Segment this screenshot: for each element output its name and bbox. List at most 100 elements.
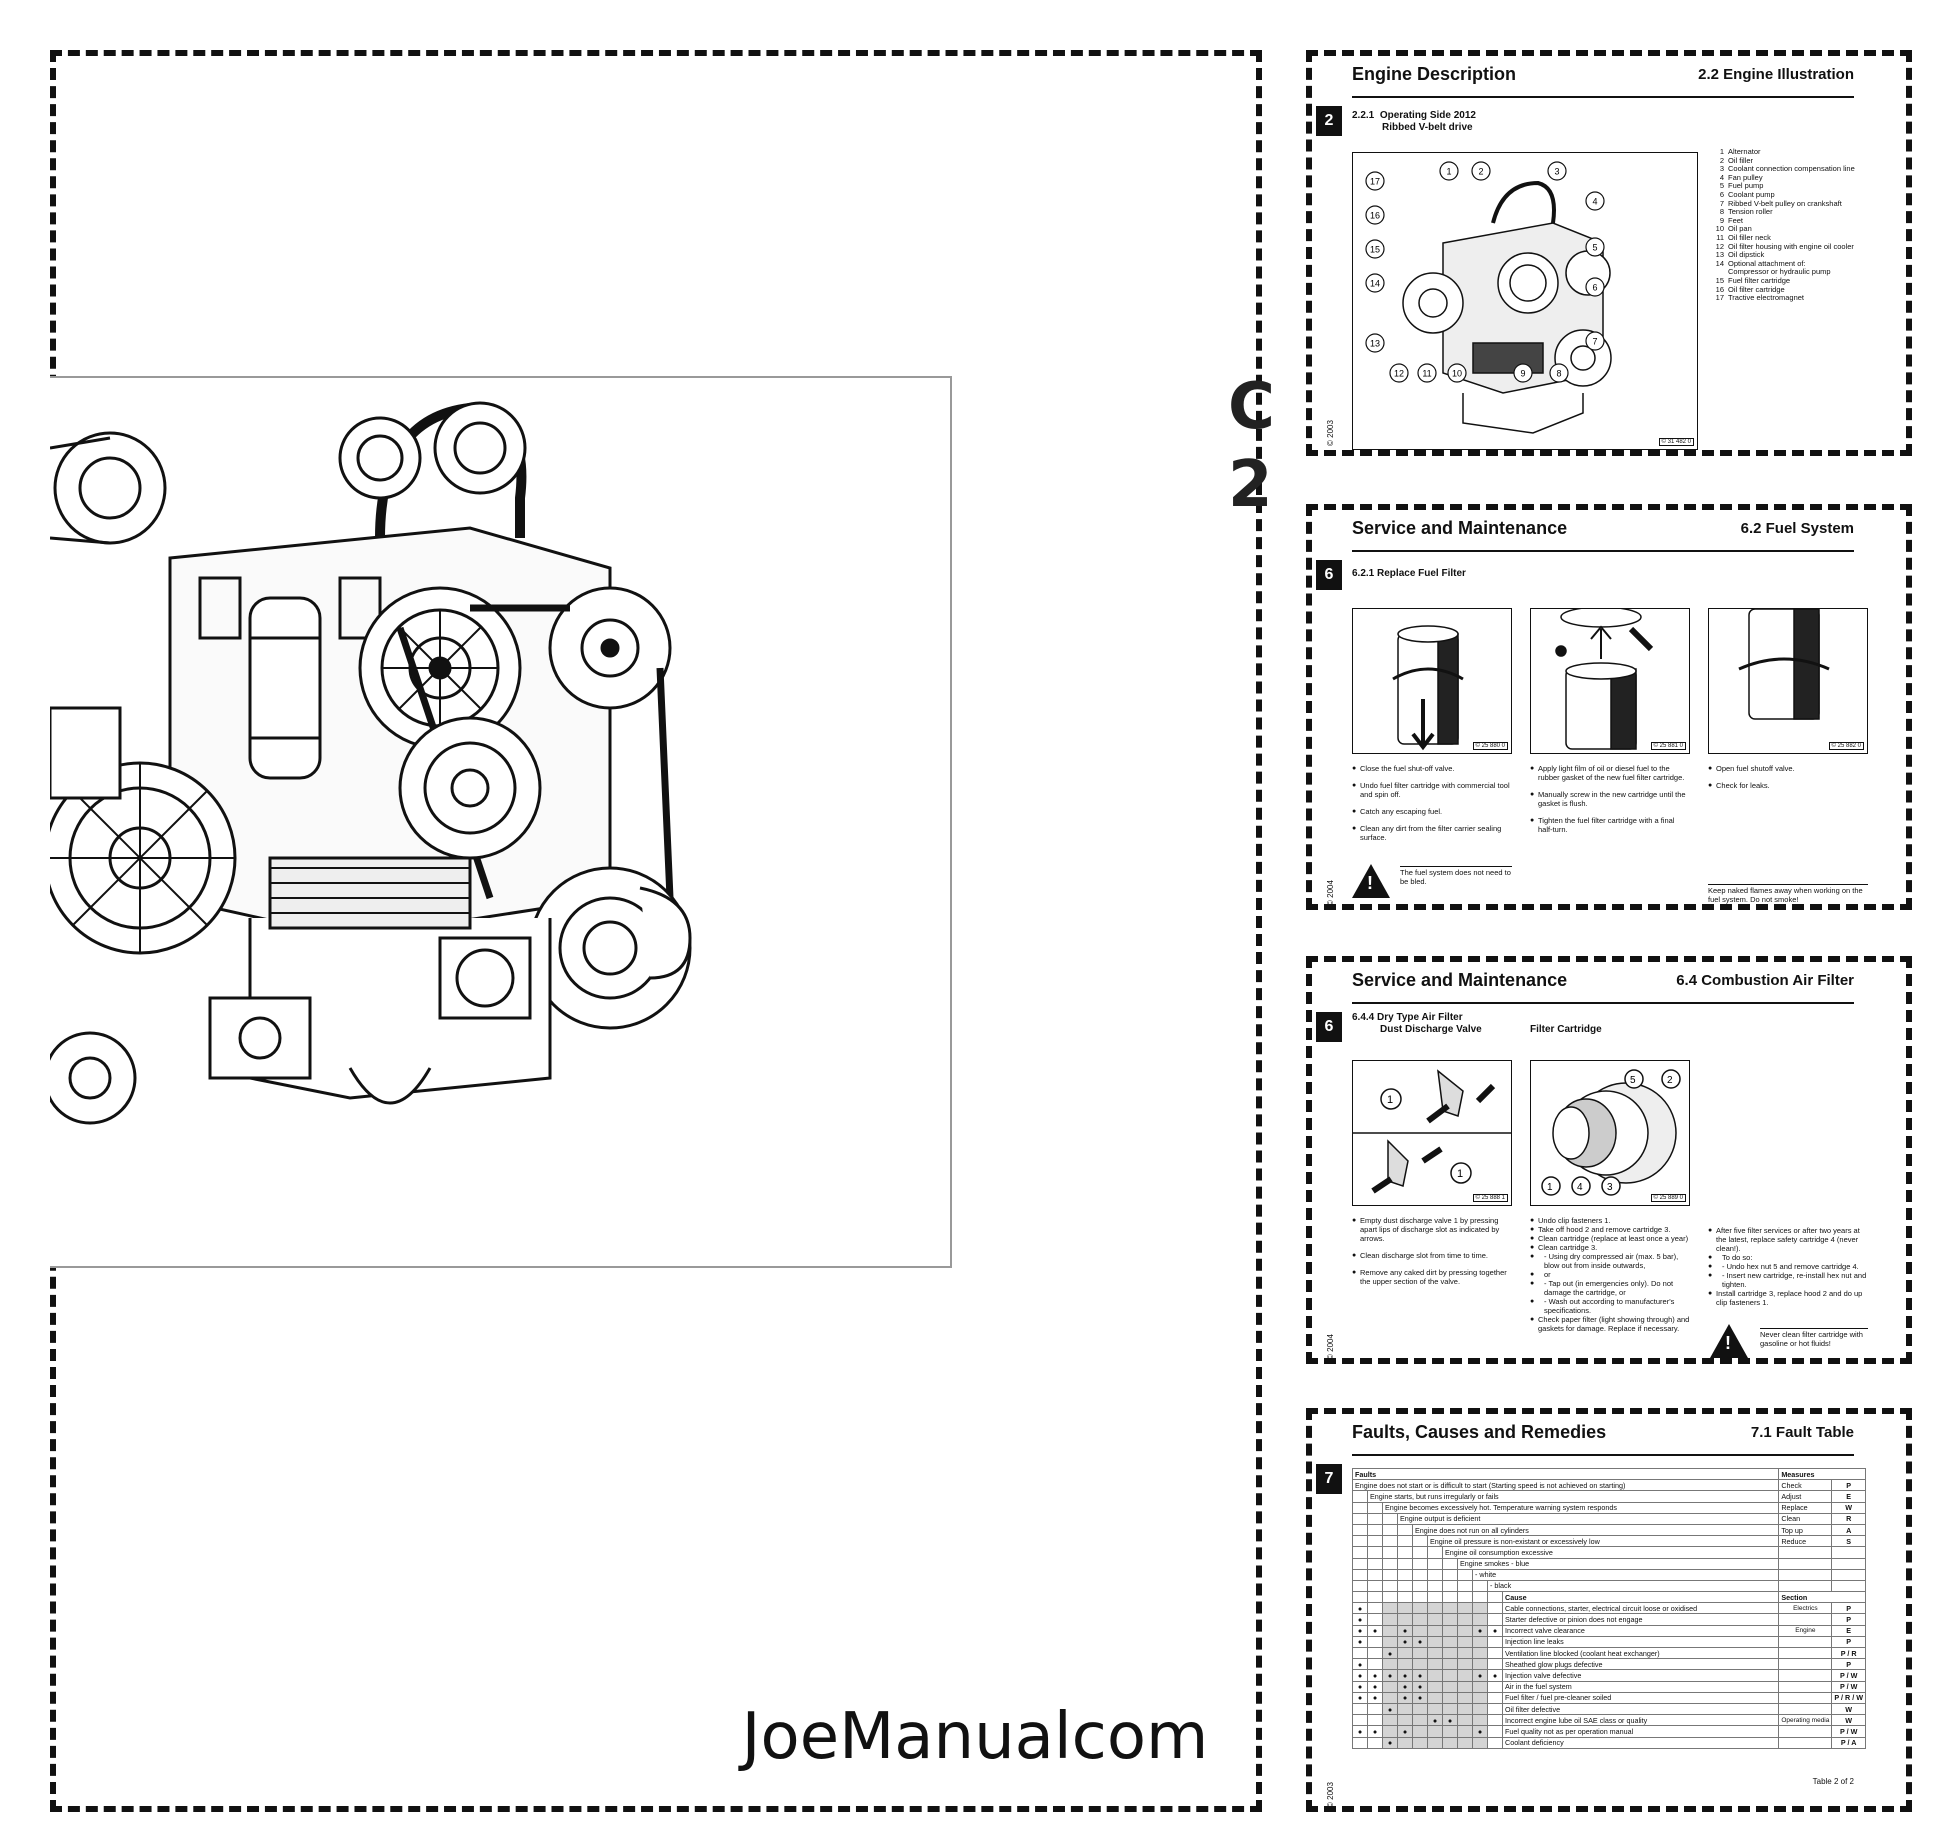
section-title: 6.2 Fuel System: [1740, 520, 1854, 537]
measure-code: S: [1831, 1535, 1866, 1548]
fault-label: Engine does not run on all cylinders: [1411, 1523, 1780, 1537]
fault-mark: ●: [1382, 1646, 1398, 1660]
fuel-figure-1: © 25 880 0: [1352, 608, 1512, 754]
copyright: © 2003: [1326, 420, 1335, 446]
fault-mark: [1367, 1714, 1383, 1727]
fault-mark: [1487, 1702, 1503, 1716]
page-thumb-air-filter[interactable]: Service and Maintenance 6.4 Combustion A…: [1306, 956, 1912, 1364]
fault-mark: [1427, 1635, 1443, 1649]
fault-mark: ●: [1397, 1624, 1413, 1637]
steps-col-2: Apply light film of oil or diesel fuel t…: [1530, 764, 1690, 842]
measure-name: Replace: [1778, 1501, 1833, 1514]
fault-mark: [1382, 1635, 1398, 1649]
fault-mark: [1412, 1702, 1428, 1716]
fault-mark: ●: [1472, 1624, 1488, 1637]
fault-mark: ●: [1472, 1725, 1488, 1738]
svg-text:8: 8: [1556, 369, 1561, 379]
fault-label: Engine oil pressure is non-existant or e…: [1426, 1535, 1780, 1548]
fault-mark: [1382, 1725, 1398, 1738]
measure-name: Top up: [1778, 1523, 1833, 1537]
fault-mark: [1487, 1658, 1503, 1671]
svg-text:11: 11: [1422, 369, 1431, 379]
subsection-heading: 6.4.4 Dry Type Air Filter Dust Discharge…: [1352, 1012, 1482, 1035]
fault-mark: [1457, 1646, 1473, 1660]
fault-mark: [1457, 1691, 1473, 1704]
fault-mark: [1472, 1635, 1488, 1649]
fault-mark: [1427, 1646, 1443, 1660]
subsection-heading: 2.2.1 Operating Side 2012 Ribbed V-belt …: [1352, 110, 1476, 133]
fault-mark: ●: [1367, 1624, 1383, 1637]
svg-text:5: 5: [1592, 243, 1597, 253]
table-note: Table 2 of 2: [1812, 1777, 1854, 1786]
fault-mark: [1487, 1714, 1503, 1727]
measure-name: Check: [1778, 1479, 1833, 1492]
fault-mark: ●: [1397, 1669, 1413, 1682]
step: Clean cartridge (replace at least once a…: [1530, 1234, 1690, 1243]
copyright: © 2004: [1326, 880, 1335, 906]
step-detail: - Using dry compressed air (max. 5 bar),…: [1530, 1252, 1690, 1270]
fault-mark: [1412, 1624, 1428, 1637]
fault-mark: [1487, 1725, 1503, 1738]
fault-mark: [1457, 1725, 1473, 1738]
fault-mark: [1442, 1658, 1458, 1671]
fault-mark: ●: [1487, 1669, 1503, 1682]
fault-mark: ●: [1382, 1669, 1398, 1682]
page-title: Faults, Causes and Remedies: [1352, 1422, 1607, 1442]
fault-mark: [1442, 1624, 1458, 1637]
svg-text:17: 17: [1370, 177, 1380, 187]
fault-mark: [1412, 1658, 1428, 1671]
fault-mark: ●: [1352, 1725, 1368, 1738]
cause-text: Cable connections, starter, electrical c…: [1501, 1602, 1780, 1615]
cause-header: Cause: [1501, 1591, 1780, 1604]
step: Install cartridge 3, replace hood 2 and …: [1708, 1289, 1868, 1307]
cause-section: [1778, 1669, 1833, 1682]
step: Apply light film of oil or diesel fuel t…: [1530, 764, 1690, 782]
step: Tighten the fuel filter cartridge with a…: [1530, 816, 1690, 834]
figure-ref: © 25 881 0: [1650, 742, 1686, 750]
step: Clean any dirt from the filter carrier s…: [1352, 824, 1512, 842]
fuel-figure-2: © 25 881 0: [1530, 606, 1690, 754]
cause-section: Operating media: [1778, 1714, 1833, 1727]
danger-note: Keep naked flames away when working on t…: [1708, 884, 1868, 904]
warning-icon: [1352, 864, 1390, 898]
fault-mark: [1382, 1680, 1398, 1693]
cause-code: P: [1831, 1613, 1866, 1626]
step: Open fuel shutoff valve.: [1708, 764, 1868, 773]
svg-text:13: 13: [1370, 339, 1380, 349]
fault-mark: [1442, 1702, 1458, 1716]
cause-section: Electrics: [1778, 1602, 1833, 1615]
callout: 13: [1365, 333, 1385, 353]
fault-mark: [1457, 1680, 1473, 1693]
step: Clean cartridge 3.: [1530, 1243, 1690, 1252]
step: Empty dust discharge valve 1 by pressing…: [1352, 1216, 1512, 1243]
page-header: Service and Maintenance 6.2 Fuel System: [1352, 516, 1854, 552]
cause-text: Injection line leaks: [1501, 1635, 1780, 1649]
svg-text:14: 14: [1370, 279, 1380, 289]
page-thumb-fault-table[interactable]: Faults, Causes and Remedies 7.1 Fault Ta…: [1306, 1408, 1912, 1812]
page-thumb-fuel-system[interactable]: Service and Maintenance 6.2 Fuel System …: [1306, 504, 1912, 910]
svg-text:1: 1: [1446, 167, 1451, 177]
cause-section: [1778, 1680, 1833, 1693]
cause-text: Oil filter defective: [1501, 1702, 1780, 1716]
cause-row: ●●Incorrect engine lube oil SAE class or…: [1352, 1714, 1866, 1727]
callout: 5: [1585, 237, 1605, 257]
page-thumb-engine-description[interactable]: Engine Description 2.2 Engine Illustrati…: [1306, 50, 1912, 456]
cause-code: P / W: [1831, 1680, 1866, 1693]
fault-mark: [1427, 1624, 1443, 1637]
fault-mark: ●: [1412, 1635, 1428, 1649]
fault-mark: ●: [1412, 1691, 1428, 1704]
fault-mark: ●: [1397, 1691, 1413, 1704]
fault-mark: [1442, 1635, 1458, 1649]
fault-label: Engine becomes excessively hot. Temperat…: [1381, 1501, 1780, 1514]
cause-code: P / A: [1831, 1736, 1866, 1749]
fault-mark: [1397, 1613, 1413, 1626]
cause-text: Fuel quality not as per operation manual: [1501, 1725, 1780, 1738]
